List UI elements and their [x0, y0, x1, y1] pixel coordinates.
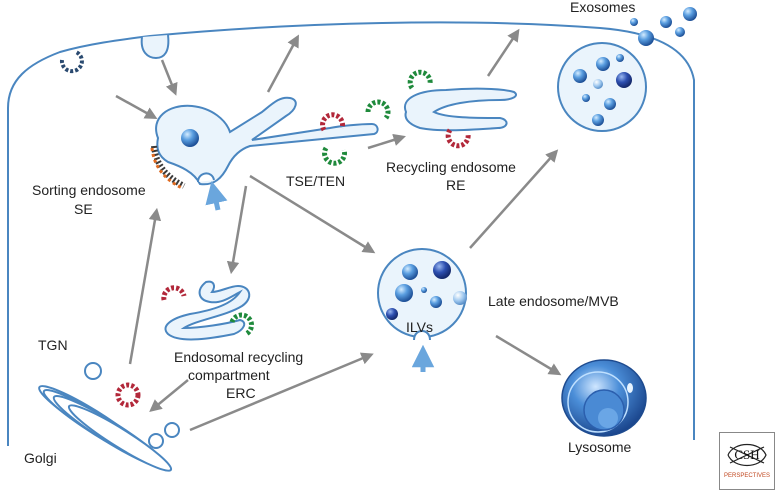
- receptor-red-re-icon: [445, 128, 471, 149]
- label-erc-line2: compartment: [188, 367, 270, 383]
- label-erc-line1: Endosomal recycling: [174, 349, 303, 365]
- arrow-se-to-erc: [226, 185, 248, 275]
- sorting-endosome: [155, 96, 379, 186]
- ilv-vesicle: [402, 264, 418, 280]
- ilv-vesicle: [386, 308, 398, 320]
- tgn-vesicle: [84, 362, 102, 380]
- logo-text-perspectives: PERSPECTIVES: [724, 473, 770, 479]
- exosome-vesicle: [573, 69, 587, 83]
- exosome-vesicle: [593, 79, 603, 89]
- arrow-pit-to-se: [160, 59, 178, 96]
- receptor-red-erc-icon: [161, 285, 187, 301]
- arrow-golgi-to-late-endosome: [189, 352, 374, 432]
- recycling-endosome: [403, 87, 518, 132]
- blue-arrow-se: [205, 181, 228, 211]
- plasma-membrane: [7, 21, 695, 446]
- exosome-vesicle: [596, 57, 610, 71]
- released-exosome: [660, 16, 672, 28]
- receptor-green-tse-icon: [365, 99, 391, 120]
- golgi-vesicle: [148, 433, 164, 449]
- label-lysosome: Lysosome: [568, 439, 632, 455]
- golgi-stack: [38, 385, 173, 472]
- arrow-membrane-to-se: [115, 94, 158, 120]
- exosome-vesicle: [582, 94, 590, 102]
- endocytic-pit: [140, 34, 170, 60]
- receptor-navy-membrane-icon: [59, 50, 84, 74]
- exosome-vesicle: [616, 72, 632, 88]
- mvb-bud: [413, 330, 431, 341]
- arrow-tgn-to-se: [128, 207, 162, 365]
- released-exosome: [638, 30, 654, 46]
- exosome-vesicle: [616, 54, 624, 62]
- ilv-vesicle: [395, 284, 413, 302]
- logo-text-csh: CSH: [734, 447, 759, 462]
- label-tgn: TGN: [38, 337, 68, 353]
- csh-perspectives-logo: CSH PERSPECTIVES: [719, 432, 775, 490]
- label-erc-line3: ERC: [226, 385, 256, 401]
- exosome-vesicle: [604, 98, 616, 110]
- sorting-endosome-bud: [197, 172, 215, 183]
- receptor-red-tgn-icon: [115, 382, 141, 408]
- arrow-tse-to-re: [367, 133, 406, 150]
- dna-helix-icon: [727, 443, 767, 467]
- label-se: SE: [74, 201, 93, 217]
- label-recycling-endosome: Recycling endosome: [386, 159, 516, 175]
- ilv-vesicle: [430, 296, 442, 308]
- arrow-se-to-late-endosome: [249, 174, 376, 254]
- pathway-arrows: [115, 28, 562, 432]
- label-tse-ten: TSE/TEN: [286, 173, 345, 189]
- label-exosomes: Exosomes: [570, 0, 635, 15]
- ilv-vesicle: [453, 291, 467, 305]
- label-late-endosome: Late endosome/MVB: [488, 293, 619, 309]
- label-golgi: Golgi: [24, 450, 57, 466]
- label-re: RE: [446, 177, 465, 193]
- arrow-late-endosome-to-lysosome: [495, 334, 562, 376]
- released-exosome: [630, 18, 638, 26]
- receptor-green-re-icon: [407, 69, 433, 90]
- ilv-vesicle: [433, 261, 451, 279]
- label-sorting-endosome: Sorting endosome: [32, 182, 146, 198]
- arrow-re-to-membrane: [486, 28, 520, 77]
- exosome-vesicle: [592, 114, 604, 126]
- sorting-endosome-vesicle: [181, 129, 199, 147]
- golgi-vesicle: [164, 422, 180, 438]
- label-ilvs: ILVs: [406, 319, 433, 335]
- receptor-green-tse-lower-icon: [322, 146, 347, 166]
- clathrin-coat-icon: [150, 145, 186, 190]
- released-exosome: [675, 27, 685, 37]
- released-exosome: [683, 7, 697, 21]
- arrow-erc-to-golgi: [149, 379, 189, 412]
- lysosome: [561, 359, 647, 437]
- arrow-se-to-membrane: [266, 34, 299, 93]
- ilv-vesicle: [421, 287, 427, 293]
- arrow-late-endosome-to-exosomes: [469, 149, 559, 249]
- endosomal-recycling-compartment: [164, 280, 251, 341]
